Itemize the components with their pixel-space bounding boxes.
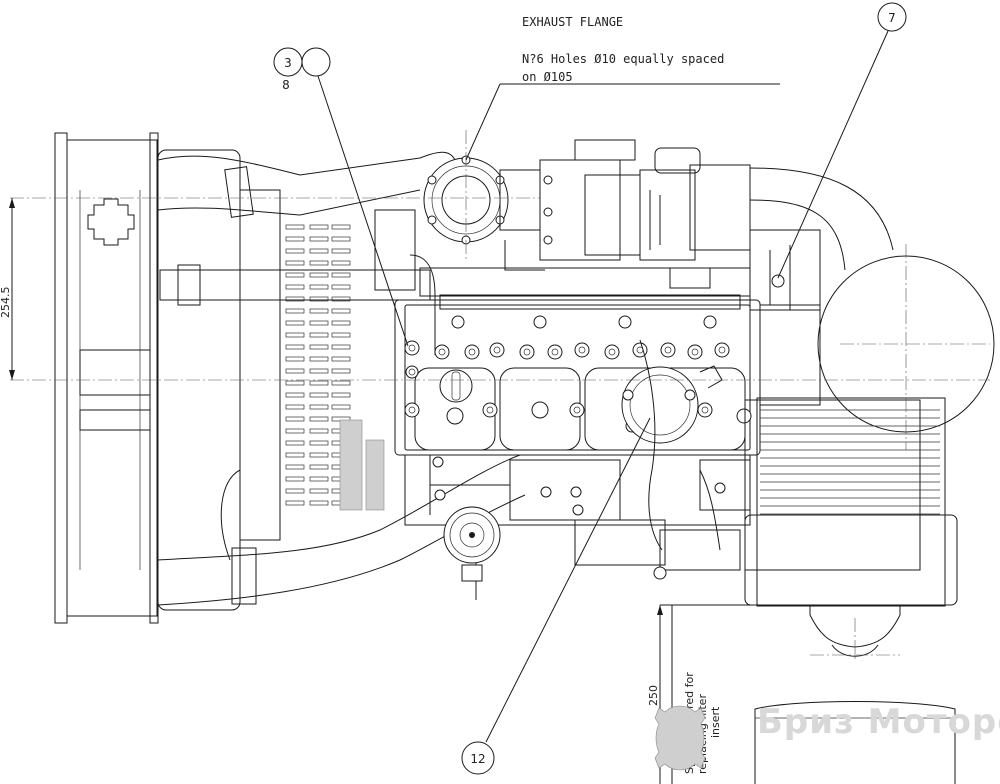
exhaust-flange [423, 155, 541, 245]
flange-callout: EXHAUST FLANGE N?6 Holes Ø10 equally spa… [465, 15, 780, 161]
dimension-254-label: 254.5 [0, 287, 12, 319]
dimension-254: 254.5 [0, 198, 15, 380]
balloon-12-label: 12 [470, 752, 485, 766]
fan-grille [285, 224, 385, 511]
turbocharger [539, 139, 751, 261]
exhaust-manifold [374, 209, 751, 310]
flange-note-line2: on Ø105 [522, 70, 573, 84]
dimension-250-label: 250 [647, 685, 660, 706]
balloon-12: 12 [461, 417, 651, 775]
engine-block [394, 299, 761, 456]
air-filter [744, 255, 995, 657]
radiator [54, 132, 281, 624]
balloon-3-label: 3 [284, 56, 292, 70]
crankcase [404, 339, 751, 580]
filter-note-line3: insert [709, 706, 722, 738]
balloon-7: 7 [777, 2, 907, 279]
balloon-7-label: 7 [888, 11, 896, 25]
balloon-empty [301, 47, 409, 347]
filter-service-space [660, 604, 956, 784]
cylinder-head-bolts [404, 315, 752, 433]
balloon-3: 3 8 [273, 47, 303, 92]
balloon-8-label: 8 [282, 78, 290, 92]
water-pump-pulley [443, 506, 501, 600]
watermark-text: Бриз Моторс [757, 702, 1000, 742]
flange-note-line1: N?6 Holes Ø10 equally spaced [522, 52, 724, 66]
watermark: Бриз Моторс [654, 702, 1000, 771]
watermark-logo [654, 705, 706, 771]
exhaust-flange-title: EXHAUST FLANGE [522, 15, 623, 29]
center-lines [10, 130, 990, 660]
upper-hose [157, 151, 456, 355]
intake-pipe [749, 167, 894, 311]
